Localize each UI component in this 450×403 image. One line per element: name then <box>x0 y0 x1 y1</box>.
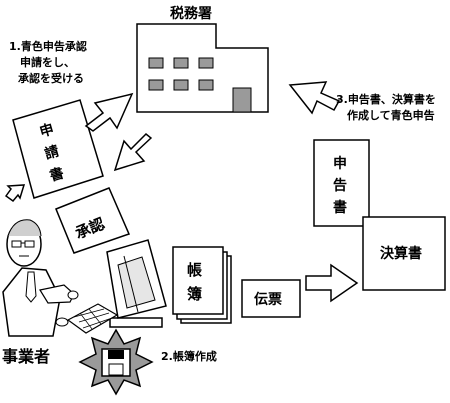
business-owner-label: 事業者 <box>2 347 50 366</box>
tax-return-label-3: 書 <box>333 199 347 216</box>
step1-line1: 1.青色申告承認 <box>9 39 87 53</box>
floppy-disk-icon <box>78 328 154 396</box>
tax-office-label: 税務署 <box>170 5 212 22</box>
tax-return-document: 申 告 書 <box>313 139 370 227</box>
application-label-3: 書 <box>48 165 66 185</box>
computer-icon <box>106 239 167 328</box>
step3-line2: 作成して青色申告 <box>347 108 435 122</box>
arrow-icon-from-tax-office <box>113 132 153 172</box>
arrow-icon-to-tax-office-step3 <box>288 81 341 115</box>
slip-document: 伝票 <box>241 279 301 318</box>
application-document: 申 請 書 <box>12 99 104 199</box>
step1-line3: 承認を受ける <box>18 71 84 85</box>
step2-label: 2.帳簿作成 <box>161 349 217 363</box>
person-icon <box>2 219 79 337</box>
ledger-label-1: 帳 <box>187 261 202 279</box>
tax-return-label-1: 申 <box>333 155 347 172</box>
step3-line1: 3.申告書、決算書を <box>336 92 436 106</box>
application-label-1: 申 <box>38 121 56 141</box>
tax-return-label-2: 告 <box>333 177 347 194</box>
arrow-icon-to-financial-statement <box>305 263 359 303</box>
arrow-icon-to-tax-office <box>84 92 134 132</box>
application-label-2: 請 <box>43 143 61 163</box>
arrow-icon-up <box>4 184 26 203</box>
keyboard-icon <box>66 303 119 334</box>
approval-document: 承認 <box>55 187 131 254</box>
ledger-document: 帳 簿 <box>172 246 232 324</box>
slip-label: 伝票 <box>254 291 282 308</box>
step1-line2: 申請をし、 <box>20 55 75 69</box>
financial-statement-document: 決算書 <box>362 216 446 291</box>
ledger-label-2: 簿 <box>187 285 202 303</box>
building-icon <box>136 23 269 113</box>
financial-statement-label: 決算書 <box>380 245 422 262</box>
